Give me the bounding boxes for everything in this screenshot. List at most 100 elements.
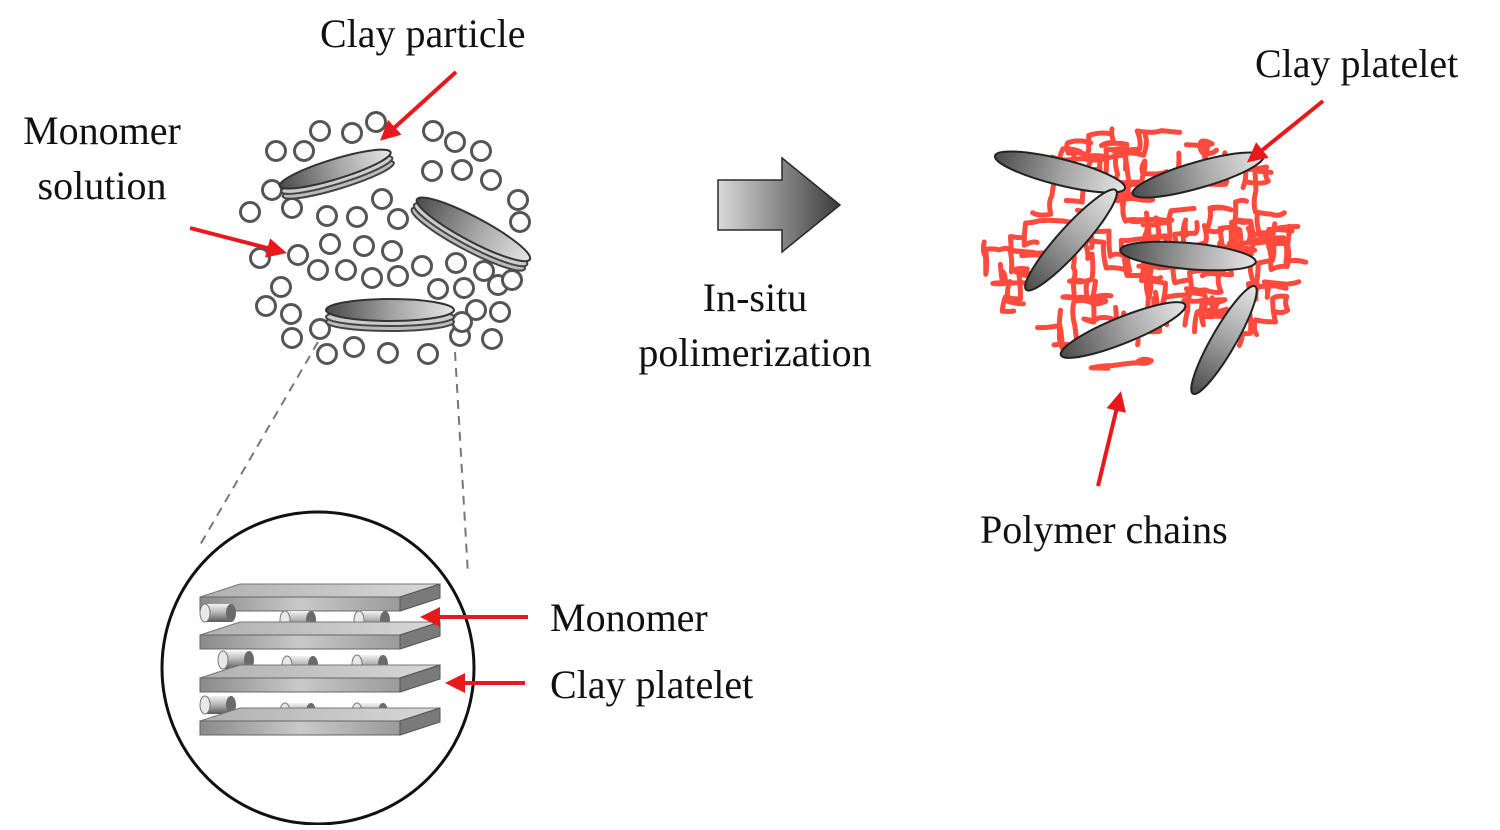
monomer-molecule — [270, 276, 292, 298]
polymer-chain — [1181, 297, 1228, 328]
red-arrow-icon — [189, 226, 287, 258]
polymer-chain — [1120, 197, 1156, 225]
monomer-molecule — [239, 201, 261, 223]
clay-platelet-label-top: Clay platelet — [1255, 41, 1459, 86]
in-situ-label-line1: In-situ — [702, 275, 808, 320]
clay-platelet-slab — [199, 583, 441, 612]
monomer-molecule — [387, 265, 409, 287]
clay-particle-stack — [278, 148, 395, 200]
clay-platelet-slab — [199, 664, 441, 693]
clay-platelet-label-bottom: Clay platelet — [550, 662, 754, 707]
zoom-line-right — [454, 351, 469, 576]
monomer-molecule — [281, 327, 303, 349]
monomer-solution-label-line2: solution — [37, 163, 167, 208]
monomer-molecule — [287, 244, 309, 266]
polymer-chain — [1099, 126, 1130, 172]
monomer-molecule — [427, 278, 449, 300]
polymer-chain — [1086, 238, 1133, 274]
monomer-molecule — [346, 206, 368, 228]
monomer-molecule — [255, 295, 277, 317]
clay-platelet-layers — [199, 583, 441, 736]
right-arrow-icon — [717, 156, 842, 254]
monomer-molecule — [473, 260, 495, 282]
monomer-molecule — [353, 235, 375, 257]
monomer-molecule — [261, 179, 283, 201]
monomer-cylinder — [199, 603, 236, 623]
monomer-molecule — [316, 205, 338, 227]
polymer-chain — [1067, 251, 1114, 302]
in-situ-label-line2: polimerization — [638, 330, 872, 375]
clay-platelet-slab — [199, 621, 441, 650]
monomer-solution-cluster — [239, 111, 531, 365]
monomer-molecule — [451, 311, 473, 333]
monomer-molecule — [335, 259, 357, 281]
polymer-chain — [1138, 158, 1170, 189]
monomer-molecule — [465, 299, 487, 321]
clay-platelet — [1190, 284, 1258, 396]
monomer-molecule — [417, 343, 439, 365]
monomer-molecule — [481, 328, 503, 350]
clay-platelet — [1024, 188, 1118, 292]
monomer-cylinder — [199, 695, 236, 715]
polymer-chain — [1007, 247, 1038, 275]
clay-particle-stack — [410, 196, 532, 272]
red-arrow-icon — [380, 70, 458, 141]
zoom-line-left — [199, 341, 319, 546]
monomer-molecule — [341, 122, 363, 144]
monomer-molecule — [249, 247, 271, 269]
polymer-chain — [1183, 138, 1219, 162]
exfoliated-clay-platelets — [993, 150, 1265, 396]
clay-platelet — [993, 150, 1127, 194]
polymer-chain — [1035, 307, 1065, 351]
monomer-molecule — [281, 197, 303, 219]
monomer-molecule — [361, 267, 383, 289]
polymer-chain — [1103, 133, 1149, 178]
monomer-molecule — [451, 159, 473, 181]
monomer-molecule — [422, 120, 444, 142]
clay-platelet-slab — [199, 707, 441, 736]
monomer-molecule — [309, 318, 331, 340]
polymer-chain — [1251, 168, 1287, 218]
polymer-chain — [1265, 224, 1301, 251]
monomer-label: Monomer — [550, 595, 708, 640]
polymer-chain — [1269, 239, 1309, 265]
monomer-molecule — [293, 140, 315, 162]
monomer-molecule — [387, 208, 409, 230]
monomer-molecule — [377, 342, 399, 364]
red-arrow-icon — [1246, 99, 1325, 163]
clay-particle-label: Clay particle — [320, 11, 526, 56]
polymer-chain — [1140, 215, 1175, 252]
monomer-molecule — [453, 277, 475, 299]
monomer-molecule — [265, 140, 287, 162]
clay-platelet — [1059, 301, 1187, 359]
clay-particle-stack — [325, 298, 455, 332]
monomer-molecule — [421, 160, 443, 182]
monomer-molecule — [444, 131, 466, 153]
monomer-molecule — [371, 188, 393, 210]
polymer-chain — [1080, 152, 1132, 194]
polymer-chain — [1204, 204, 1234, 235]
monomer-solution-label-line1: Monomer — [23, 108, 181, 153]
monomer-molecule — [445, 252, 467, 274]
monomer-molecule — [501, 269, 523, 291]
polymer-chain — [980, 234, 1026, 277]
monomer-molecule — [381, 240, 403, 262]
pointer-arrows — [189, 70, 1325, 693]
monomer-molecule — [309, 120, 331, 142]
monomer-molecule — [411, 255, 433, 277]
monomer-molecule — [319, 233, 341, 255]
monomer-molecule — [307, 259, 329, 281]
clay-platelet — [1119, 240, 1257, 272]
monomer-molecule — [489, 301, 511, 323]
monomer-molecule — [316, 343, 338, 365]
monomer-molecule — [480, 169, 502, 191]
polymer-chain — [1251, 293, 1291, 338]
red-arrow-icon — [1096, 391, 1126, 487]
monomer-molecule — [365, 111, 387, 133]
polymer-chain — [1088, 356, 1154, 371]
monomer-molecule — [343, 336, 365, 358]
polymer-chains-label: Polymer chains — [980, 507, 1228, 552]
monomer-molecule — [470, 140, 492, 162]
polymer-chain — [1253, 221, 1279, 290]
